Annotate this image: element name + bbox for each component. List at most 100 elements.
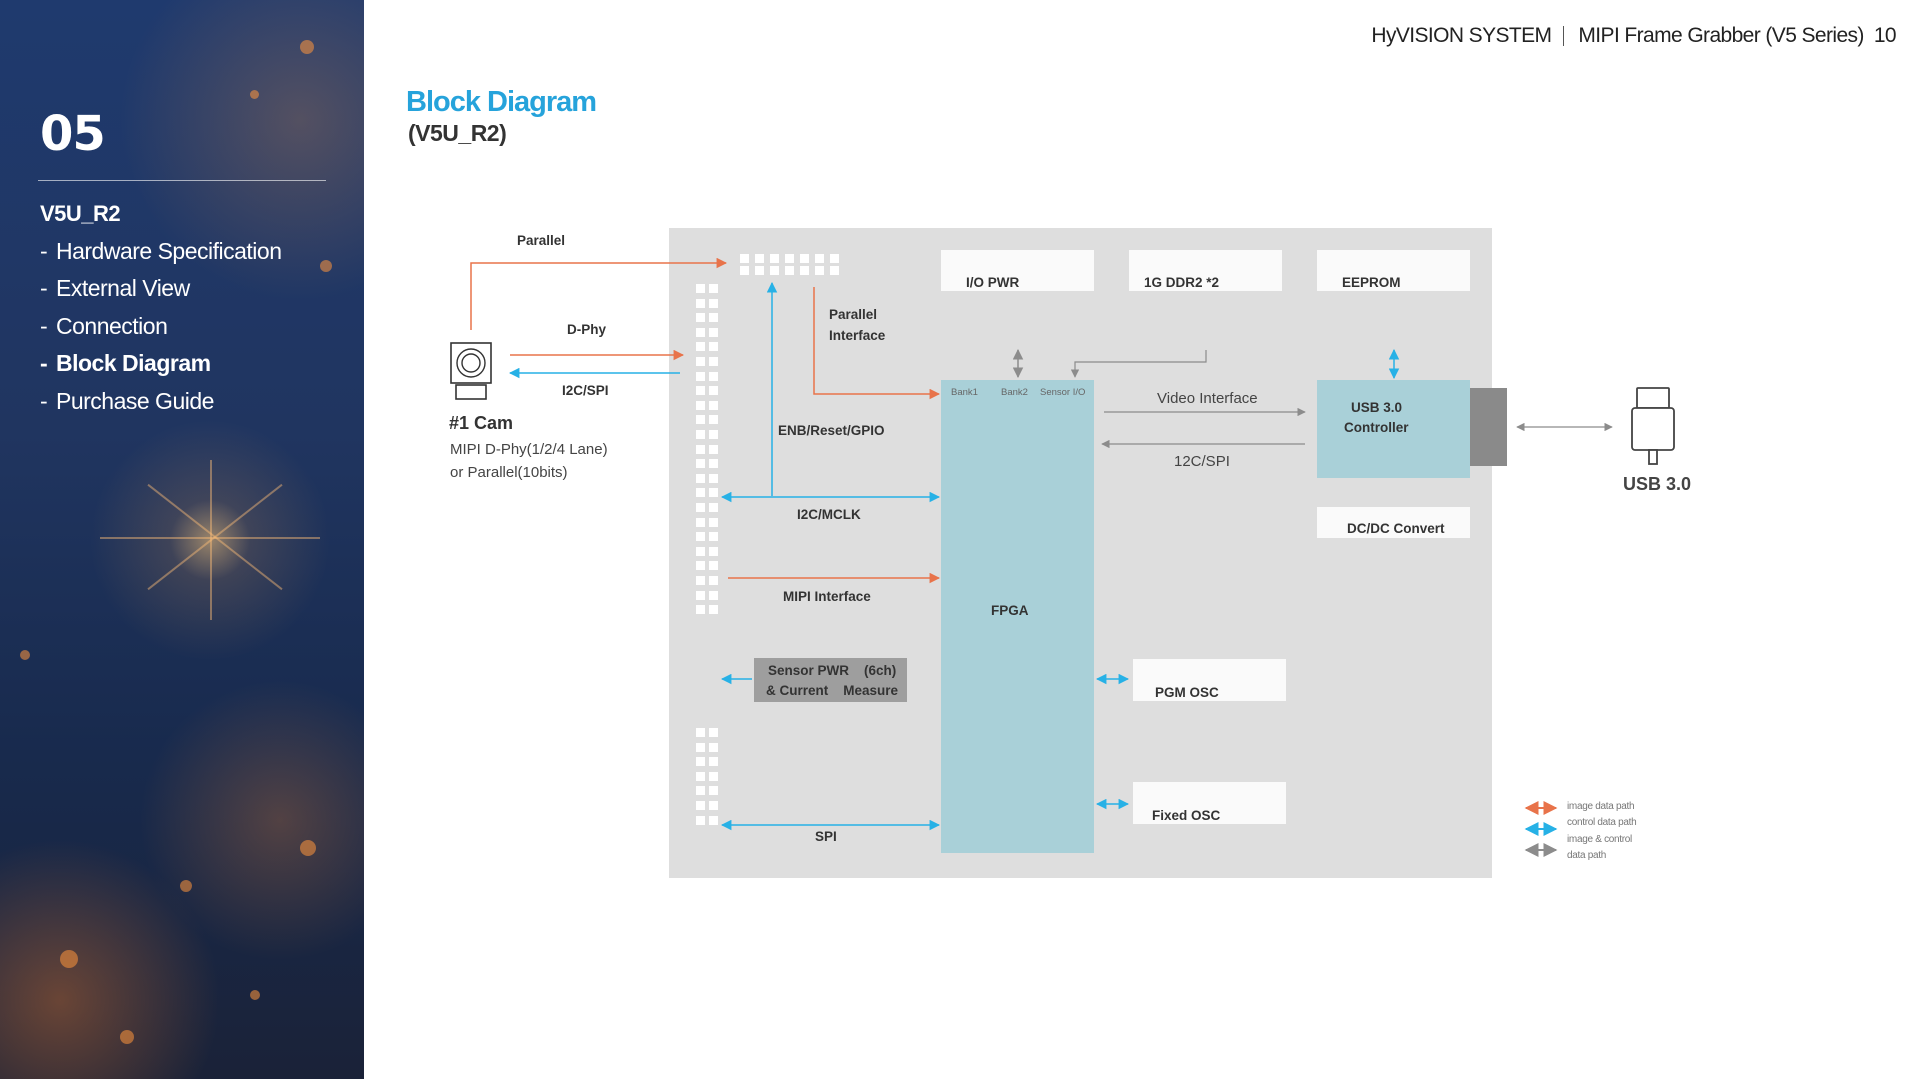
spi-label: SPI bbox=[815, 829, 837, 844]
connector-pin bbox=[696, 561, 705, 571]
connector-pin bbox=[696, 590, 705, 600]
connector-pin bbox=[709, 444, 718, 454]
sensor-pwr-label-1: Sensor PWR (6ch) bbox=[768, 663, 897, 678]
pgm-osc-block bbox=[1133, 659, 1286, 701]
connector-pin bbox=[709, 605, 718, 615]
connector-pin bbox=[696, 576, 705, 585]
connector-pin bbox=[696, 386, 705, 396]
connector-pin bbox=[709, 313, 718, 323]
connector-pin bbox=[709, 561, 718, 571]
bokeh-dot bbox=[250, 90, 259, 99]
mipi-interface-label: MIPI Interface bbox=[783, 589, 871, 604]
sidebar: 05 V5U_R2 -Hardware Specification -Exter… bbox=[0, 0, 364, 1079]
dcdc-label: DC/DC Convert bbox=[1347, 521, 1445, 536]
connector-pin bbox=[709, 430, 718, 439]
connector-pin bbox=[709, 801, 718, 810]
bokeh-dot bbox=[320, 260, 332, 272]
connector-pin bbox=[696, 430, 705, 439]
eeprom-label: EEPROM bbox=[1342, 275, 1401, 290]
connector-pin bbox=[830, 254, 839, 263]
bullet-dash: - bbox=[40, 237, 48, 264]
connector-pin bbox=[709, 503, 718, 512]
connector-pin bbox=[696, 815, 705, 825]
connector-pin bbox=[696, 298, 705, 308]
section-menu: V5U_R2 -Hardware Specification -External… bbox=[40, 195, 282, 420]
connector-pin bbox=[740, 254, 749, 263]
connector-pin bbox=[709, 786, 718, 796]
sensor-pwr-block bbox=[754, 658, 907, 702]
connector-pin bbox=[696, 503, 705, 512]
menu-item-hardware-specification[interactable]: -Hardware Specification bbox=[40, 233, 282, 271]
connector-pin bbox=[696, 742, 705, 752]
light-streak bbox=[100, 537, 320, 539]
bokeh-dot bbox=[300, 840, 316, 856]
header-separator bbox=[1563, 26, 1565, 47]
page-subtitle: (V5U_R2) bbox=[408, 120, 507, 146]
connector-pin bbox=[830, 266, 839, 275]
usb-i2c-spi-label: 12C/SPI bbox=[1174, 453, 1230, 470]
usb-controller-label-2: Controller bbox=[1344, 420, 1409, 435]
bokeh-dot bbox=[300, 40, 314, 54]
connector-pin bbox=[696, 757, 705, 767]
connector-pin bbox=[696, 459, 705, 469]
connector-pin bbox=[770, 266, 779, 275]
menu-item-purchase-guide[interactable]: -Purchase Guide bbox=[40, 383, 282, 421]
bokeh-dot bbox=[20, 650, 30, 660]
legend-arrows bbox=[1524, 801, 1558, 857]
menu-item-label: Connection bbox=[56, 312, 168, 339]
menu-item-connection[interactable]: -Connection bbox=[40, 308, 282, 346]
usb-controller-label-1: USB 3.0 bbox=[1351, 400, 1403, 415]
connector-pin bbox=[696, 771, 705, 781]
legend-mixed-path-1: image & control bbox=[1567, 834, 1632, 845]
i2c-mclk-label: I2C/MCLK bbox=[797, 507, 861, 522]
document-title: MIPI Frame Grabber (V5 Series) bbox=[1578, 24, 1864, 47]
io-pwr-block bbox=[941, 250, 1094, 291]
parallel-interface-label-1: Parallel bbox=[829, 307, 878, 322]
page-title: Block Diagram bbox=[406, 86, 597, 118]
connector-pin bbox=[696, 728, 705, 737]
camera-name: #1 Cam bbox=[449, 413, 514, 433]
bullet-dash: - bbox=[40, 387, 48, 414]
connector-pin bbox=[815, 266, 824, 275]
connector-pin bbox=[815, 254, 824, 263]
section-number: 05 bbox=[40, 106, 106, 162]
connector-pin bbox=[696, 313, 705, 323]
connector-pin bbox=[709, 473, 718, 483]
connector-pin bbox=[770, 254, 779, 263]
i2c-spi-label: I2C/SPI bbox=[562, 383, 609, 398]
connector-pin bbox=[785, 254, 794, 263]
connector-pin bbox=[709, 576, 718, 585]
connector-pin bbox=[709, 400, 718, 410]
connector-pin bbox=[696, 400, 705, 410]
connector-pin bbox=[800, 254, 809, 263]
sensor-io-label: Sensor I/O bbox=[1040, 387, 1086, 398]
menu-item-block-diagram[interactable]: -Block Diagram bbox=[40, 345, 282, 383]
menu-item-external-view[interactable]: -External View bbox=[40, 270, 282, 308]
parallel-interface-arrow bbox=[813, 287, 941, 400]
camera-desc-line1: MIPI D-Phy(1/2/4 Lane) bbox=[450, 441, 608, 458]
connector-pin bbox=[696, 546, 705, 556]
fixed-osc-label: Fixed OSC bbox=[1152, 808, 1221, 823]
connector-pin bbox=[709, 546, 718, 556]
connector-pin bbox=[709, 459, 718, 469]
light-streak bbox=[210, 460, 212, 620]
connector-pin bbox=[696, 473, 705, 483]
connector-pin bbox=[709, 757, 718, 767]
menu-item-v5u-r2[interactable]: V5U_R2 bbox=[40, 195, 282, 233]
bokeh-dot bbox=[60, 950, 78, 968]
connector-pin bbox=[696, 801, 705, 810]
bullet-dash: - bbox=[40, 275, 48, 301]
bullet-dash: - bbox=[40, 312, 48, 339]
connector-pin bbox=[709, 728, 718, 737]
fixed-osc-block bbox=[1133, 782, 1286, 824]
fpga-label: FPGA bbox=[991, 603, 1029, 618]
connector-pin bbox=[800, 266, 809, 275]
connector-pin bbox=[709, 327, 718, 337]
menu-item-label: Purchase Guide bbox=[56, 387, 214, 414]
connector-pin bbox=[709, 771, 718, 781]
connector-pin bbox=[709, 284, 718, 293]
dphy-label: D-Phy bbox=[567, 322, 607, 337]
page-number: 10 bbox=[1873, 24, 1897, 47]
usb-plug-icon bbox=[1631, 387, 1675, 465]
